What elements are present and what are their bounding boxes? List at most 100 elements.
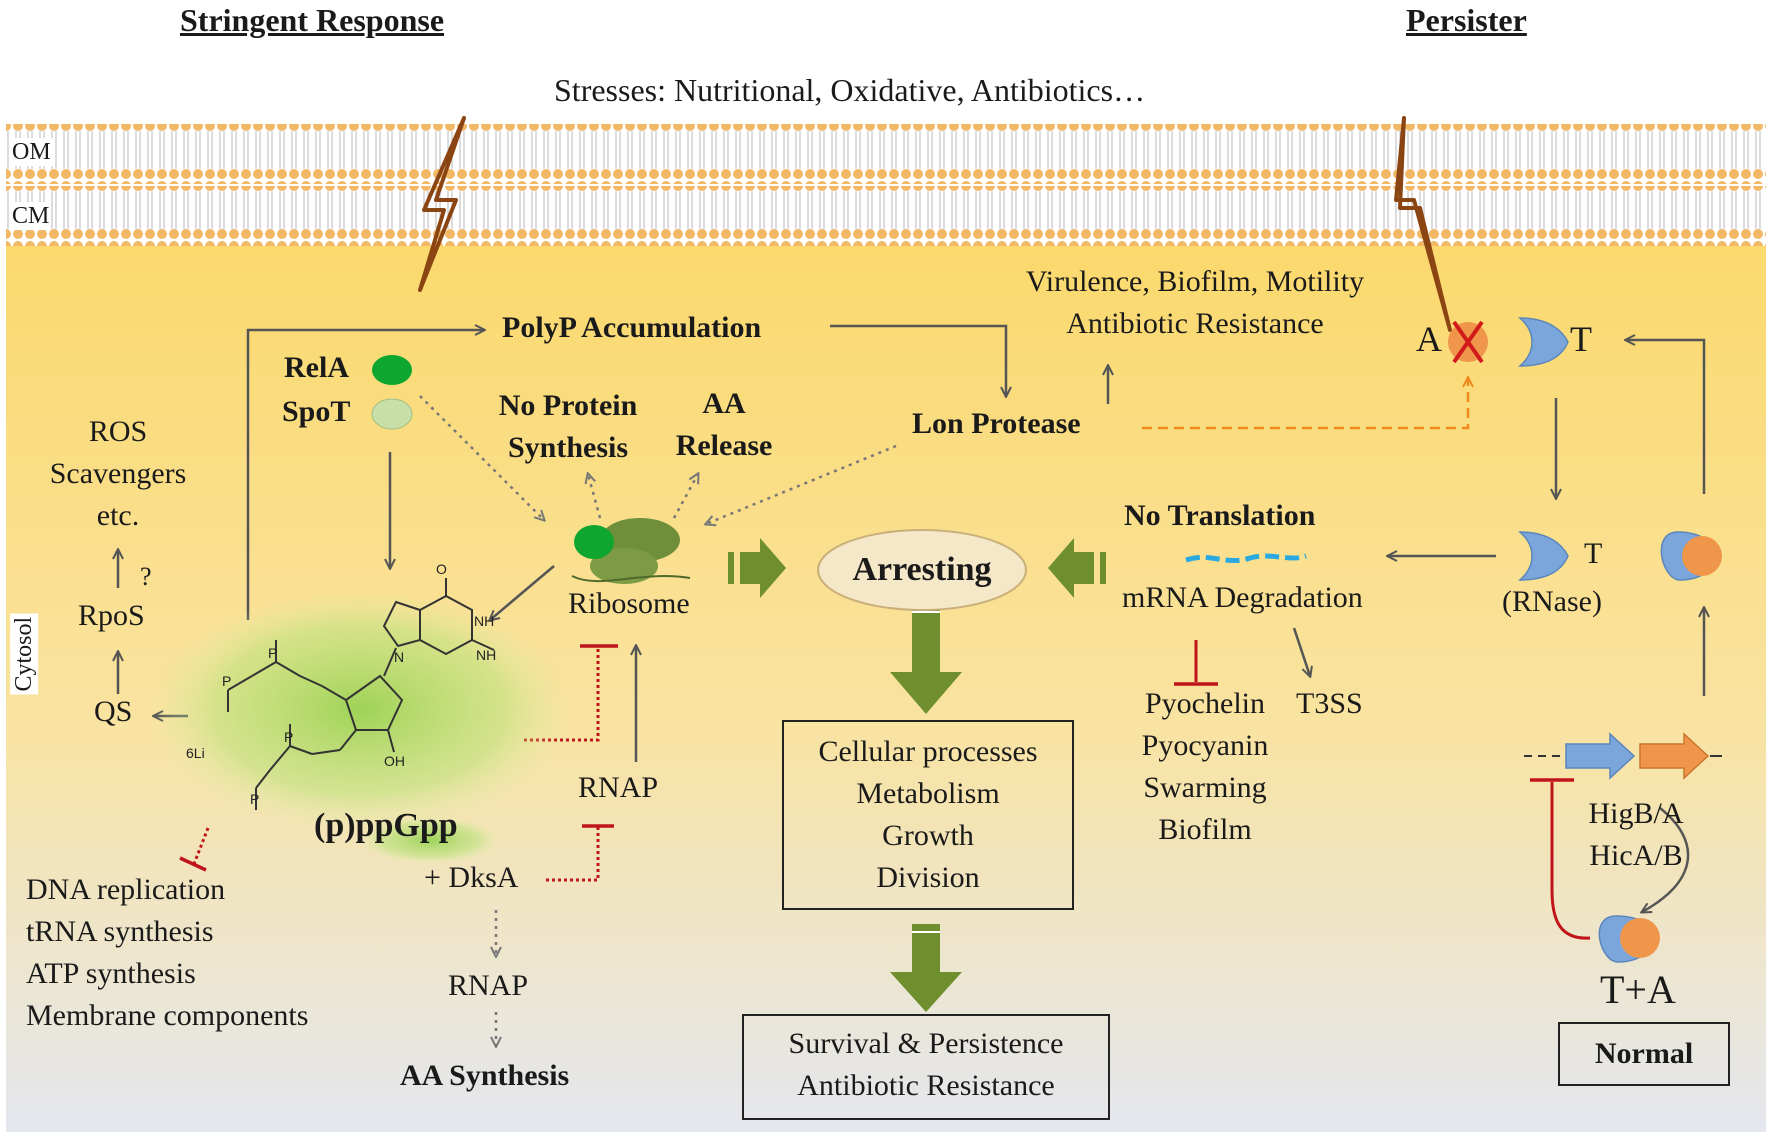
stress-lightning-right (1394, 116, 1452, 332)
arrow-ppgpp-to-polyp (246, 330, 484, 620)
arresting-label: Arresting (852, 551, 992, 588)
mrna-degradation-label: mRNA Degradation (1122, 581, 1363, 614)
gene-higba-label: HigB/A (1588, 797, 1684, 830)
ppgpp-oh-label: OH (384, 753, 405, 769)
swarming-label: Swarming (1143, 771, 1267, 804)
ppgpp-o-label: O (436, 561, 447, 577)
arrow-rela-to-ribosome (419, 395, 544, 520)
ribosome-icon (571, 518, 691, 584)
outer-membrane (6, 124, 1766, 184)
inhibited-membrane-components: Membrane components (26, 999, 309, 1032)
green-arrow-mrna-to-arresting (1048, 538, 1094, 598)
lon-protease-label: Lon Protease (912, 407, 1081, 440)
qs-label: QS (94, 695, 133, 728)
cellular-processes-box: Cellular processes Metabolism Growth Div… (782, 720, 1074, 910)
biofilm-label: Biofilm (1158, 813, 1252, 846)
cytoplasmic-membrane (6, 186, 1766, 246)
inhibit-ta-to-genes (1550, 782, 1591, 940)
survival-box: Survival & Persistence Antibiotic Resist… (742, 1014, 1110, 1120)
normal-box: Normal (1558, 1022, 1730, 1086)
rnap-top-label: RNAP (578, 771, 659, 804)
spot-label: SpoT (282, 395, 351, 428)
rpos-label: RpoS (78, 599, 145, 632)
ribosome-label: Ribosome (568, 587, 690, 620)
gene-operon-icon (1524, 732, 1722, 780)
arrow-polyp-to-lon (830, 324, 1006, 396)
t-plus-a-label: T+A (1600, 967, 1676, 1012)
cellular-line-4: Division (876, 861, 980, 894)
green-arrow-ribosome-to-arresting (740, 538, 786, 598)
arrow-lon-to-antitoxin (1142, 378, 1468, 430)
inhibited-dna-replication: DNA replication (26, 873, 226, 906)
no-translation-label: No Translation (1124, 499, 1316, 532)
arrow-mrna-to-t3ss (1292, 627, 1310, 676)
virulence-line-2: Antibiotic Resistance (1066, 307, 1324, 340)
rela-ellipse (372, 355, 412, 385)
question-mark: ? (140, 562, 152, 591)
green-arrow-mrna-tail-1 (1100, 552, 1106, 584)
inhibit-bar-replication (179, 856, 207, 872)
survival-line-1: Survival & Persistence (788, 1027, 1064, 1060)
arrow-ribosome-to-aa-release (672, 474, 698, 519)
inhibited-atp-synthesis: ATP synthesis (26, 957, 196, 990)
inhibit-ppgpp-to-replication (192, 827, 210, 865)
rnase-label: (RNase) (1502, 585, 1602, 618)
toxin-rnase-icon (1518, 531, 1569, 581)
aa-release-line-1: AA (702, 387, 746, 420)
ppgpp-label: (p)ppGpp (314, 807, 458, 844)
normal-label: Normal (1594, 1037, 1694, 1070)
ta-complex-normal-icon (1598, 915, 1660, 963)
pyochelin-label: Pyochelin (1145, 687, 1265, 720)
cellular-line-2: Metabolism (856, 777, 1000, 810)
ros-item-1: ROS (88, 415, 148, 448)
ppgpp-p1-label: P (268, 645, 277, 661)
ppgpp-nh-label: NH (474, 613, 494, 629)
green-arrow-ribosome-tail-1 (728, 552, 734, 584)
inhibited-trna-synthesis: tRNA synthesis (26, 915, 214, 948)
ppgpp-molecule-icon: O NH NH N OH P P P P 6Li (150, 561, 570, 864)
toxin-free-icon (1518, 317, 1569, 367)
gene-hicab-label: HicA/B (1589, 839, 1683, 872)
arrow-complex-loop (1626, 340, 1706, 494)
toxin-rnase-t-label: T (1584, 537, 1603, 570)
arresting-ellipse (817, 529, 1027, 611)
cellular-line-3: Growth (882, 819, 974, 852)
pyocyanin-label: Pyocyanin (1141, 729, 1269, 762)
no-protein-line-1: No Protein (498, 389, 638, 422)
stresses-label: Stresses: Nutritional, Oxidative, Antibi… (554, 72, 1146, 108)
ppgpp-nh2-label: NH (476, 647, 496, 663)
rela-label: RelA (284, 351, 349, 384)
t3ss-label: T3SS (1296, 687, 1363, 720)
antitoxin-degraded-icon (1448, 320, 1488, 364)
arrow-genes-to-ta (1642, 807, 1690, 912)
ppgpp-p4-label: P (250, 791, 259, 807)
cytosol-label: Cytosol (10, 613, 39, 695)
stress-lightning-left (418, 116, 466, 292)
cm-label: CM (10, 202, 52, 231)
ppgpp-cation-label: 6Li (186, 745, 205, 761)
aa-synthesis-label: AA Synthesis (400, 1059, 570, 1092)
heading-stringent-response: Stringent Response (180, 2, 445, 38)
heading-persister: Persister (1406, 2, 1527, 38)
ppgpp-p2-label: P (222, 673, 231, 689)
arrow-lon-to-ribosome (706, 444, 897, 524)
spot-ellipse (371, 398, 413, 430)
aa-release-line-2: Release (675, 429, 773, 462)
green-arrow-cellular-to-survival (890, 924, 962, 1012)
green-arrow-arresting-to-cellular (890, 604, 962, 714)
om-label: OM (10, 138, 53, 167)
toxin-t-label: T (1570, 319, 1592, 359)
ros-item-2: Scavengers (49, 457, 187, 490)
survival-line-2: Antibiotic Resistance (797, 1069, 1055, 1102)
no-protein-line-2: Synthesis (507, 431, 629, 464)
ros-item-3: etc. (96, 499, 140, 532)
dksa-label: + DksA (424, 861, 519, 894)
rnap-bottom-label: RNAP (448, 969, 529, 1002)
ppgpp-n-label: N (394, 649, 404, 665)
virulence-line-1: Virulence, Biofilm, Motility (1025, 265, 1365, 298)
cellular-line-1: Cellular processes (818, 735, 1038, 768)
arrow-ribosome-to-ppgpp (490, 565, 555, 620)
polyp-label: PolyP Accumulation (502, 311, 762, 344)
antitoxin-a-label: A (1416, 319, 1442, 359)
